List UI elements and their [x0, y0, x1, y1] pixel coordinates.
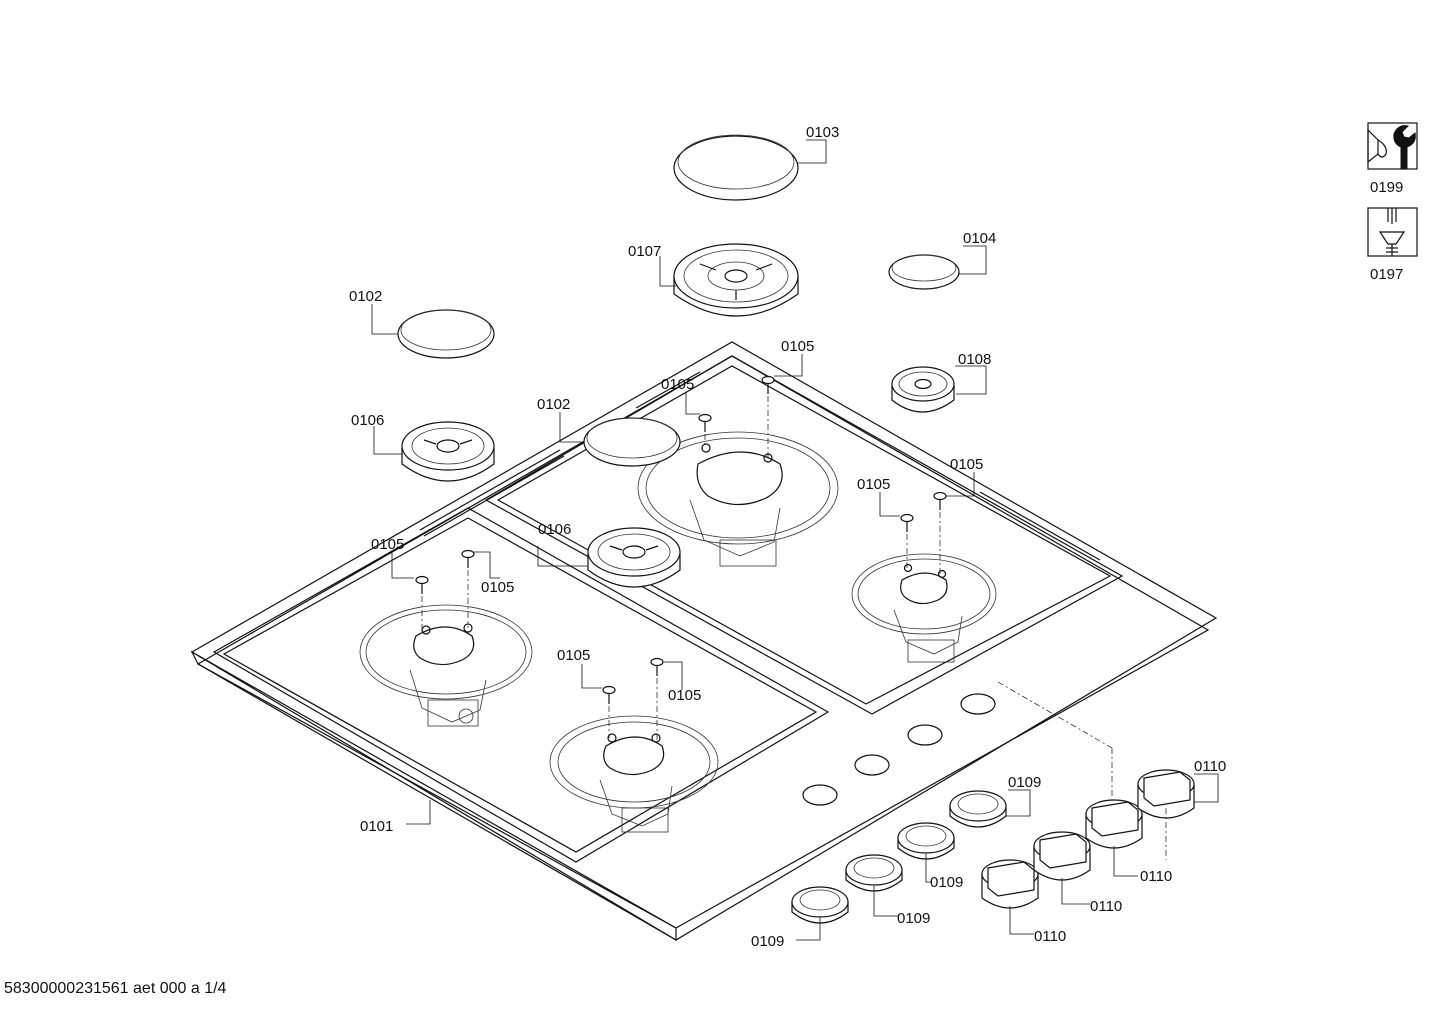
label-0110-b: 0110	[1140, 868, 1172, 885]
label-0108: 0108	[958, 351, 991, 368]
burner-seat-back-right	[851, 553, 997, 663]
screwdriver-tool-icon: 0197	[1367, 207, 1418, 283]
label-0110-d: 0110	[1034, 928, 1066, 945]
burner-seat-back-left	[637, 431, 839, 567]
label-0109-b: 0109	[930, 874, 963, 891]
screw	[900, 513, 914, 532]
knob-seal	[949, 790, 1007, 828]
label-0105-b: 0105	[661, 376, 694, 393]
label-0109-a: 0109	[1008, 774, 1041, 791]
label-0106-a: 0106	[351, 412, 384, 429]
screw	[415, 575, 429, 594]
label-0104: 0104	[963, 230, 996, 247]
burner-crown-medium-left	[401, 421, 495, 482]
screws	[415, 375, 947, 740]
screw	[461, 549, 475, 568]
control-knob	[1137, 769, 1195, 819]
label-0105-c: 0105	[950, 456, 983, 473]
label-0110-a: 0110	[1194, 758, 1226, 775]
label-0109-c: 0109	[897, 910, 930, 927]
screw	[698, 413, 712, 432]
screw	[602, 685, 616, 704]
knob-hole	[960, 693, 996, 715]
knob-hole	[802, 784, 838, 806]
label-0105-d: 0105	[857, 476, 890, 493]
burner-crown-medium-center	[587, 527, 681, 588]
knob-hole	[907, 724, 943, 746]
burner-cap-medium-left	[397, 309, 495, 359]
knob-seal	[791, 886, 849, 924]
label-0107: 0107	[628, 243, 661, 260]
label-0105-h: 0105	[668, 687, 701, 704]
screw	[761, 375, 775, 394]
screw	[650, 657, 664, 676]
control-knob	[1085, 799, 1143, 849]
knob-seal	[897, 822, 955, 860]
control-knob	[981, 859, 1039, 909]
label-0102-b: 0102	[537, 396, 570, 413]
label-0103: 0103	[806, 124, 839, 141]
knob-seal	[845, 854, 903, 892]
burner-cap-small	[888, 254, 960, 290]
part-labels: 0103 0104 0107 0102 0108 0105 0105 0102 …	[349, 124, 1226, 950]
label-0105-a: 0105	[781, 338, 814, 355]
label-0105-g: 0105	[557, 647, 590, 664]
hob-plate	[190, 341, 1218, 942]
label-0101: 0101	[360, 818, 393, 835]
burner-cap-medium-center	[583, 417, 681, 467]
burner-cap-large	[673, 134, 799, 201]
knob-hole	[854, 754, 890, 776]
label-0105-f: 0105	[481, 579, 514, 596]
label-0106-b: 0106	[538, 521, 571, 538]
burner-seat-front-right	[549, 715, 719, 833]
label-0110-c: 0110	[1090, 898, 1122, 915]
leader-lines	[371, 139, 1219, 941]
control-knob	[1033, 831, 1091, 881]
label-0199: 0199	[1370, 179, 1403, 196]
burner-crown-large	[673, 243, 799, 317]
wrench-tool-icon: 0199	[1367, 122, 1418, 196]
screw	[933, 491, 947, 510]
burner-seat-front-left	[359, 604, 533, 727]
label-0102-a: 0102	[349, 288, 382, 305]
burner-crown-small	[891, 366, 955, 413]
label-0105-e: 0105	[371, 536, 404, 553]
label-0109-d: 0109	[751, 933, 784, 950]
label-0197: 0197	[1370, 266, 1403, 283]
document-id-footer: 58300000231561 aet 000 a 1/4	[4, 980, 227, 997]
